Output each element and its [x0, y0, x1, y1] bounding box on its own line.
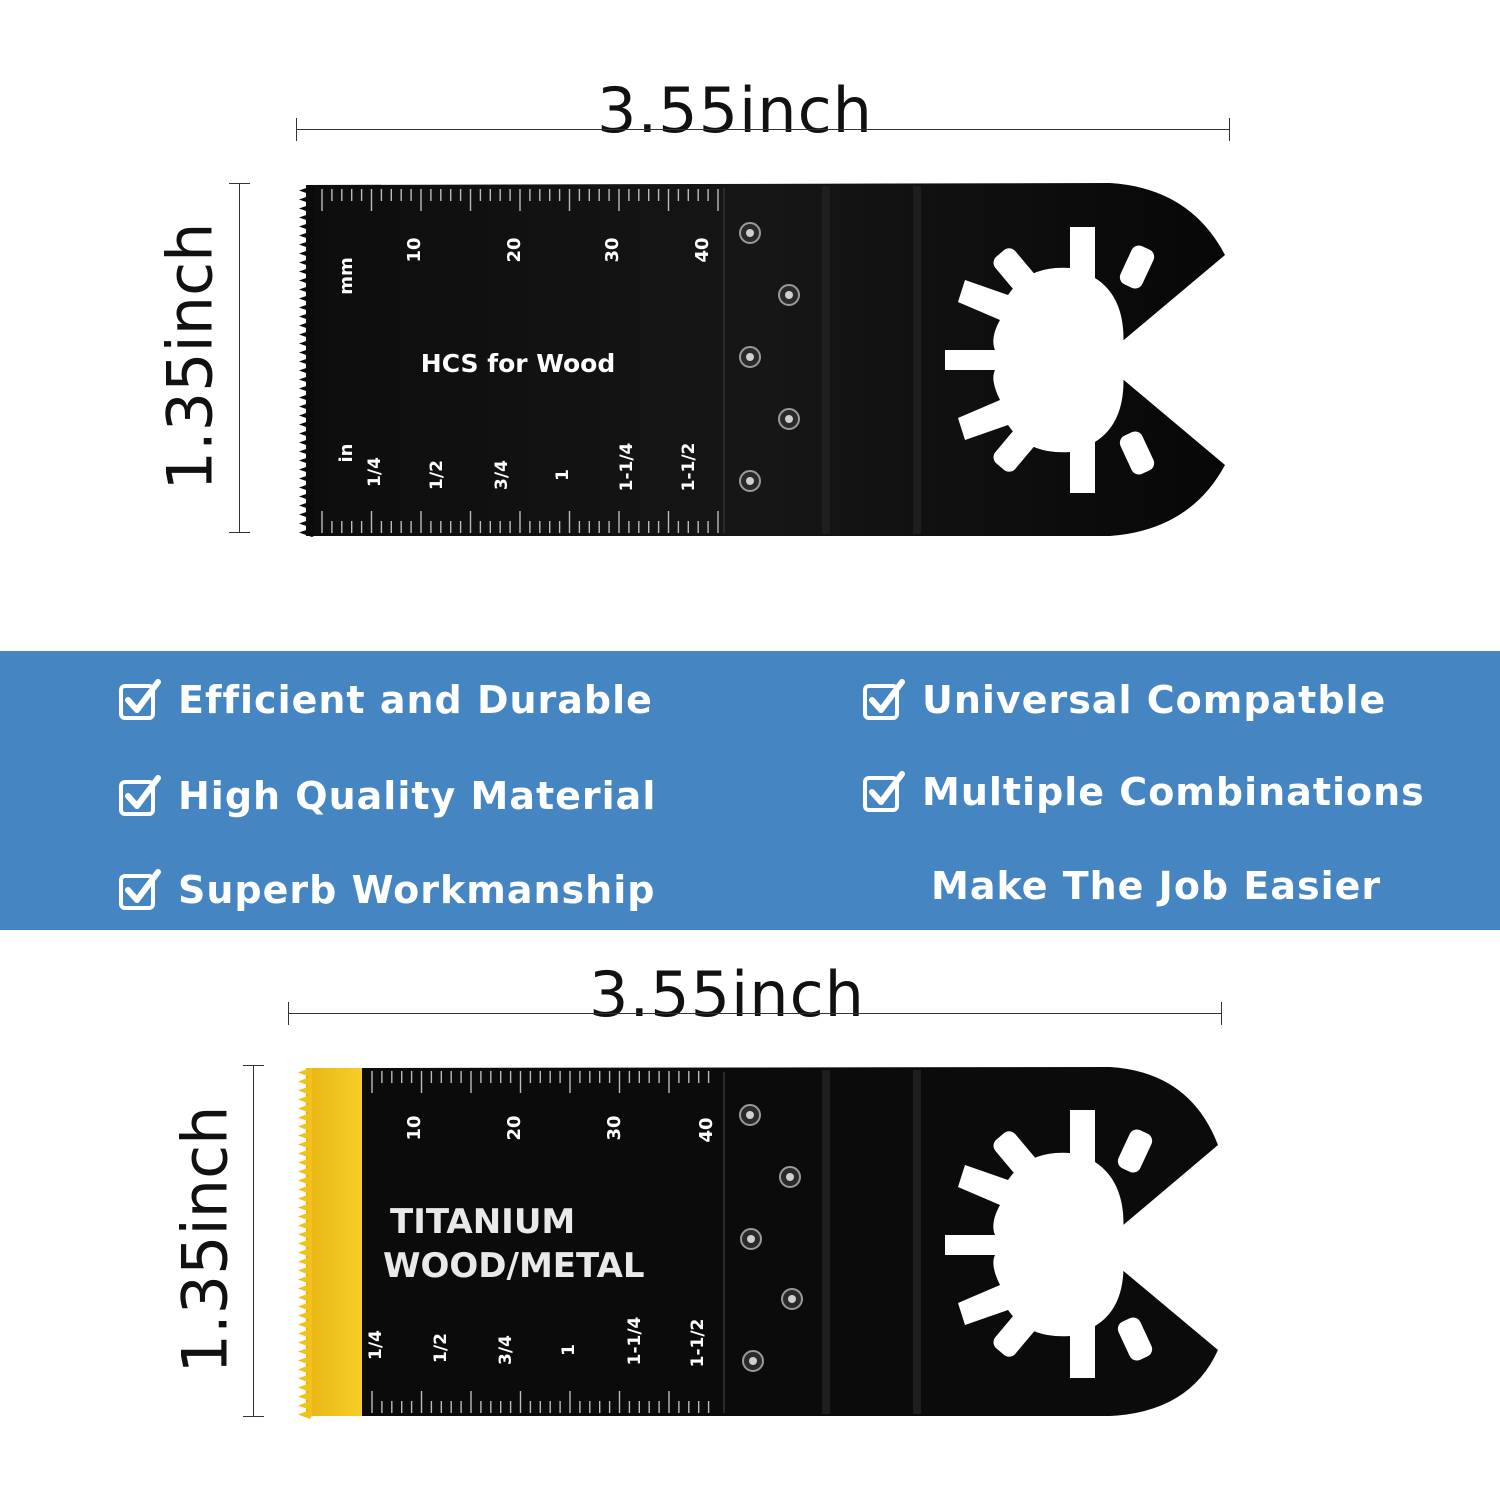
blade1-engraving: HCS for Wood: [421, 349, 615, 378]
blade2-mm-tick-40: 40: [696, 1117, 717, 1142]
blade1-mm-tick-20: 20: [504, 237, 525, 262]
blade1-in-unit: in: [336, 444, 357, 463]
blade2-teeth: [298, 1068, 312, 1419]
check-box-icon: [119, 679, 161, 720]
blade1-mm-tick-30: 30: [602, 237, 623, 262]
blade2-bimetal-strip: [306, 1068, 364, 1416]
blade1-in-tick-1-4: 1/4: [365, 457, 385, 487]
blade1-width-dimension-line: [296, 118, 1230, 141]
blade1-height-dimension-line: [229, 183, 250, 533]
blade1-width-label: 3.55inch: [597, 74, 873, 147]
feature-tagline: Make The Job Easier: [931, 864, 1382, 908]
feature-label: Superb Workmanship: [178, 868, 656, 912]
blade1-mm-tick-10: 10: [404, 237, 425, 262]
features-band: [0, 651, 1500, 930]
check-box-icon: [119, 869, 161, 910]
blade2-mm-tick-30: 30: [604, 1115, 625, 1140]
blade2-mm-tick-20: 20: [504, 1115, 525, 1140]
feature-item: High Quality Material: [118, 774, 656, 818]
check-box-icon: [119, 775, 161, 816]
blade2-in-tick-1: 1: [559, 1344, 579, 1356]
blade2-width-dimension-line: [288, 1002, 1222, 1025]
blade2-height-dimension-line: [243, 1065, 264, 1417]
blade1-in-tick-1: 1: [553, 469, 573, 481]
blade2-in-tick-1-1-2: 1-1/2: [688, 1319, 708, 1368]
blade2-width-label: 3.55inch: [589, 958, 865, 1031]
check-box-icon: [863, 771, 905, 812]
blade2-mm-tick-10: 10: [404, 1115, 425, 1140]
feature-label: High Quality Material: [178, 774, 657, 818]
feature-label: Universal Compatble: [922, 678, 1387, 722]
blade1-mm-unit: mm: [336, 257, 357, 295]
blade2-in-tick-3-4: 3/4: [496, 1335, 516, 1365]
blade1-in-tick-1-1-2: 1-1/2: [679, 443, 699, 492]
blade1-body: [306, 183, 1225, 536]
feature-item: Superb Workmanship: [118, 868, 655, 912]
blade1-mm-tick-40: 40: [692, 237, 713, 262]
blade2-graphic: 10 20 30 40 TITANIUM WOOD/METAL 1/4 1/2 …: [298, 1067, 1218, 1419]
feature-label: Multiple Combinations: [922, 770, 1425, 814]
blade1-teeth: [299, 186, 314, 537]
check-box-icon: [863, 679, 905, 720]
blade1-in-tick-1-1-4: 1-1/4: [617, 442, 637, 491]
blade2-engraving-line2: WOOD/METAL: [383, 1246, 645, 1286]
blade1-graphic: mm 10 20 30 40 HCS for Wood in 1/4 1/2 3…: [299, 183, 1225, 537]
blade2-in-tick-1-2: 1/2: [431, 1333, 451, 1363]
feature-item: Efficient and Durable: [118, 678, 653, 722]
blade2-in-tick-1-1-4: 1-1/4: [625, 1316, 645, 1365]
feature-item: Multiple Combinations: [862, 770, 1425, 814]
feature-item: Universal Compatble: [862, 678, 1386, 722]
feature-label: Efficient and Durable: [178, 678, 653, 722]
blade2-in-tick-1-4: 1/4: [366, 1330, 386, 1360]
blade-mount-icon: [945, 227, 1155, 493]
blade-mount-icon: [945, 1110, 1153, 1378]
blade2-engraving-line1: TITANIUM: [390, 1202, 575, 1242]
blade1-in-tick-3-4: 3/4: [492, 460, 512, 490]
blade1-in-tick-1-2: 1/2: [427, 460, 447, 490]
